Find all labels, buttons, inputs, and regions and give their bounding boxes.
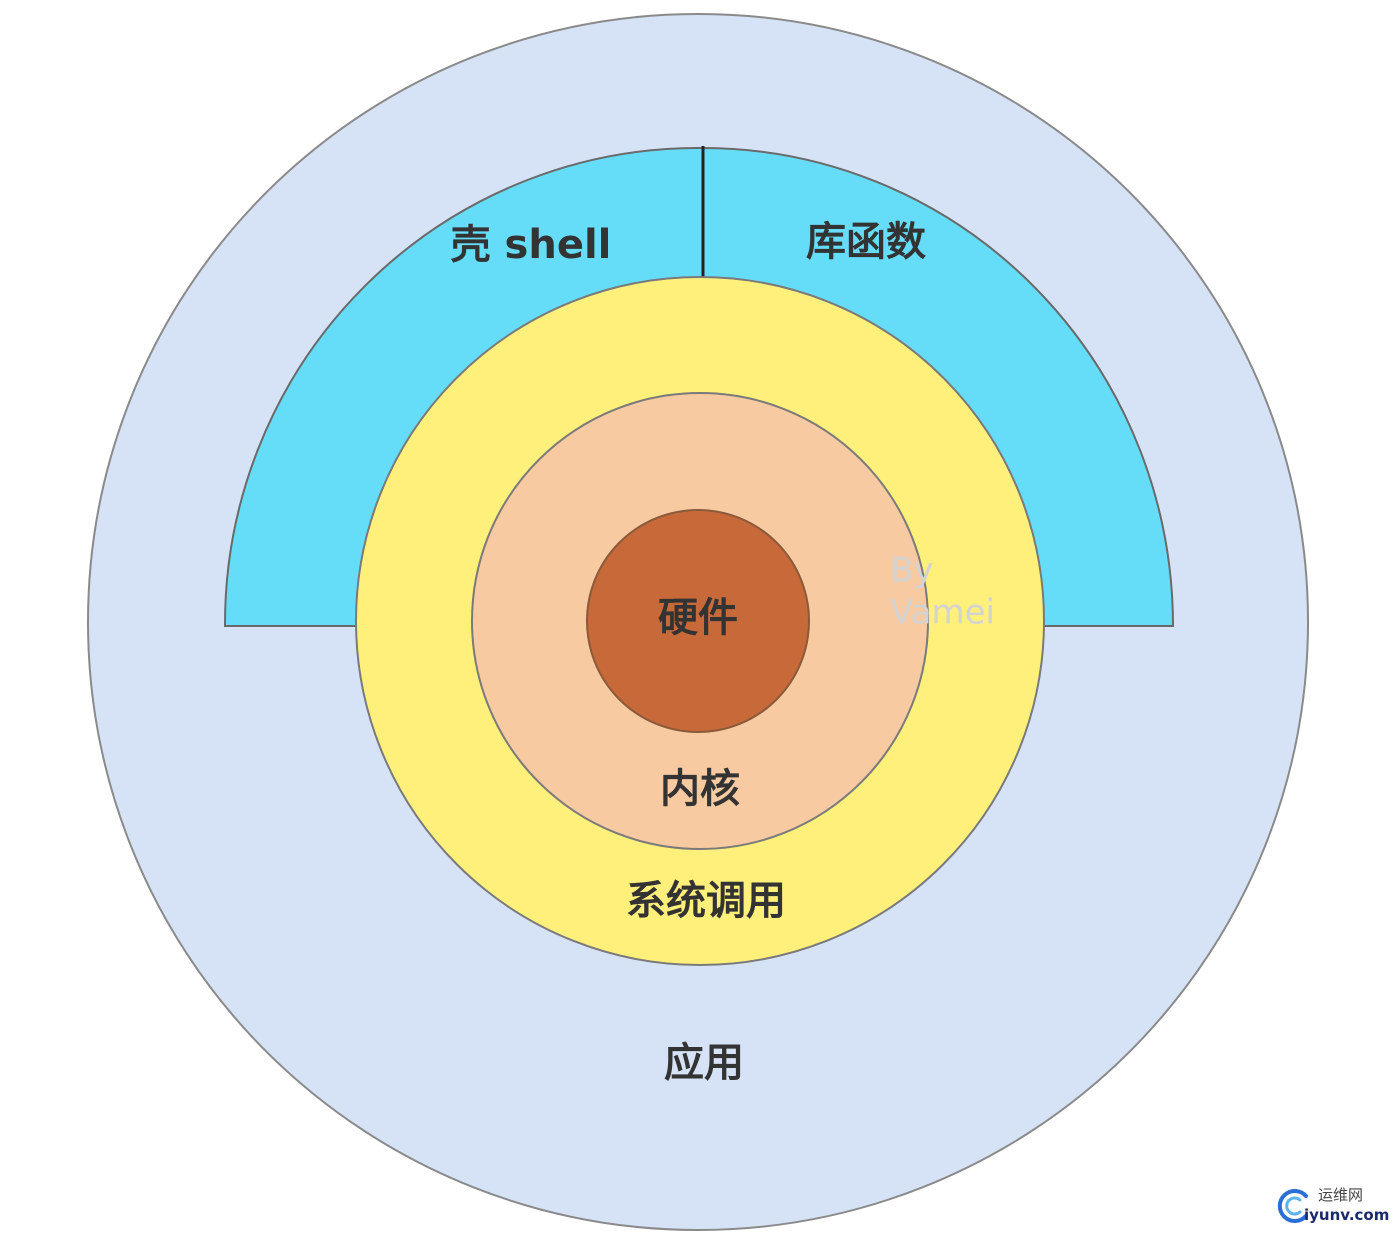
hardware-core: [586, 509, 810, 733]
hardware-label: 硬件: [658, 595, 738, 641]
watermark-line2: Vamei: [890, 593, 995, 633]
application-label: 应用: [664, 1040, 744, 1086]
site-logo-en: iyunv.com: [1304, 1206, 1390, 1224]
watermark-line1: By: [890, 551, 933, 591]
site-logo: 运维网 iyunv.com: [1276, 1184, 1390, 1230]
site-logo-icon: [1277, 1189, 1308, 1223]
site-logo-cn: 运维网: [1318, 1186, 1364, 1204]
syscall-label: 系统调用: [626, 878, 786, 924]
library-label: 库函数: [806, 219, 926, 265]
shell-label: 壳 shell: [451, 222, 612, 268]
kernel-label: 内核: [660, 766, 740, 812]
